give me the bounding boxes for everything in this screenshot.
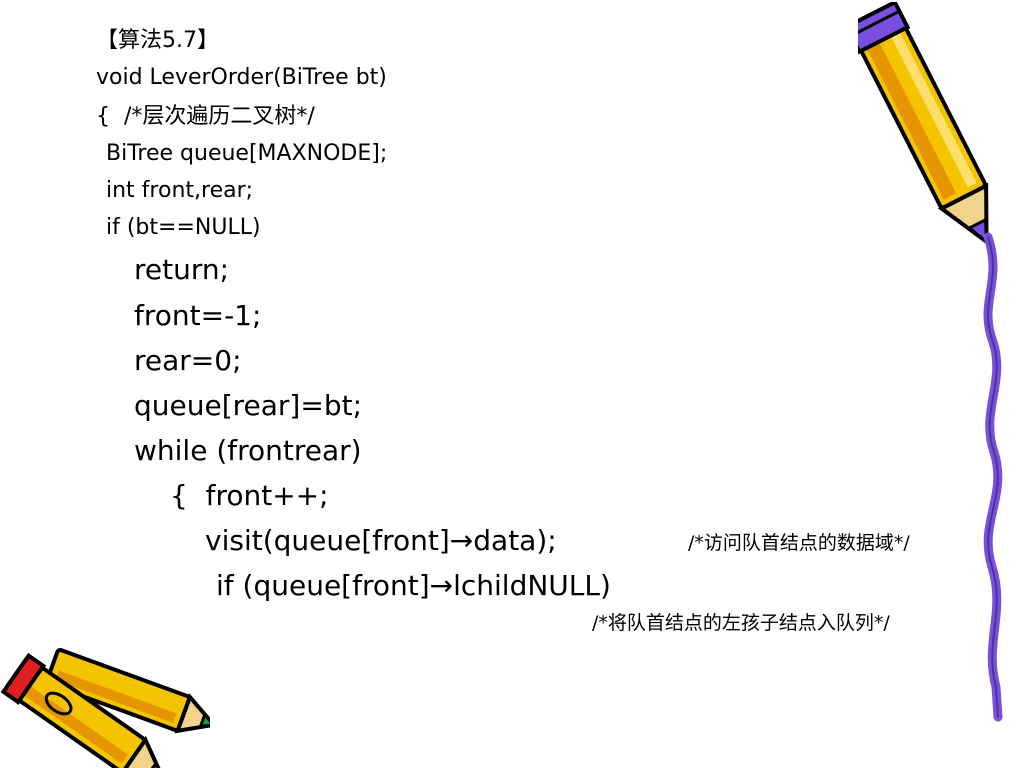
code-line-7: front=-1; bbox=[134, 299, 262, 332]
comment-enqueue-left: /*将队首结点的左孩子结点入队列*/ bbox=[592, 612, 890, 634]
code-line-12: visit(queue[front]→data); bbox=[205, 524, 557, 557]
code-line-2: { /*层次遍历二叉树*/ bbox=[96, 104, 315, 129]
comment-visit: /*访问队首结点的数据域*/ bbox=[688, 532, 910, 554]
slide-title: 【算法5.7】 bbox=[96, 28, 219, 53]
code-line-10: while (frontrear) bbox=[134, 434, 362, 467]
code-line-5: if (bt==NULL) bbox=[106, 215, 261, 240]
code-line-1: void LeverOrder(BiTree bt) bbox=[96, 65, 387, 90]
crossed-pencils-icon bbox=[0, 647, 210, 768]
code-line-6: return; bbox=[134, 253, 230, 286]
code-line-11: { front++; bbox=[170, 479, 329, 512]
code-line-13: if (queue[front]→lchildNULL) bbox=[216, 569, 611, 602]
code-line-8: rear=0; bbox=[134, 344, 242, 377]
code-line-3: BiTree queue[MAXNODE]; bbox=[106, 141, 388, 166]
pencil-icon bbox=[858, 2, 1003, 722]
code-line-9: queue[rear]=bt; bbox=[134, 389, 363, 422]
code-line-4: int front,rear; bbox=[106, 178, 254, 203]
